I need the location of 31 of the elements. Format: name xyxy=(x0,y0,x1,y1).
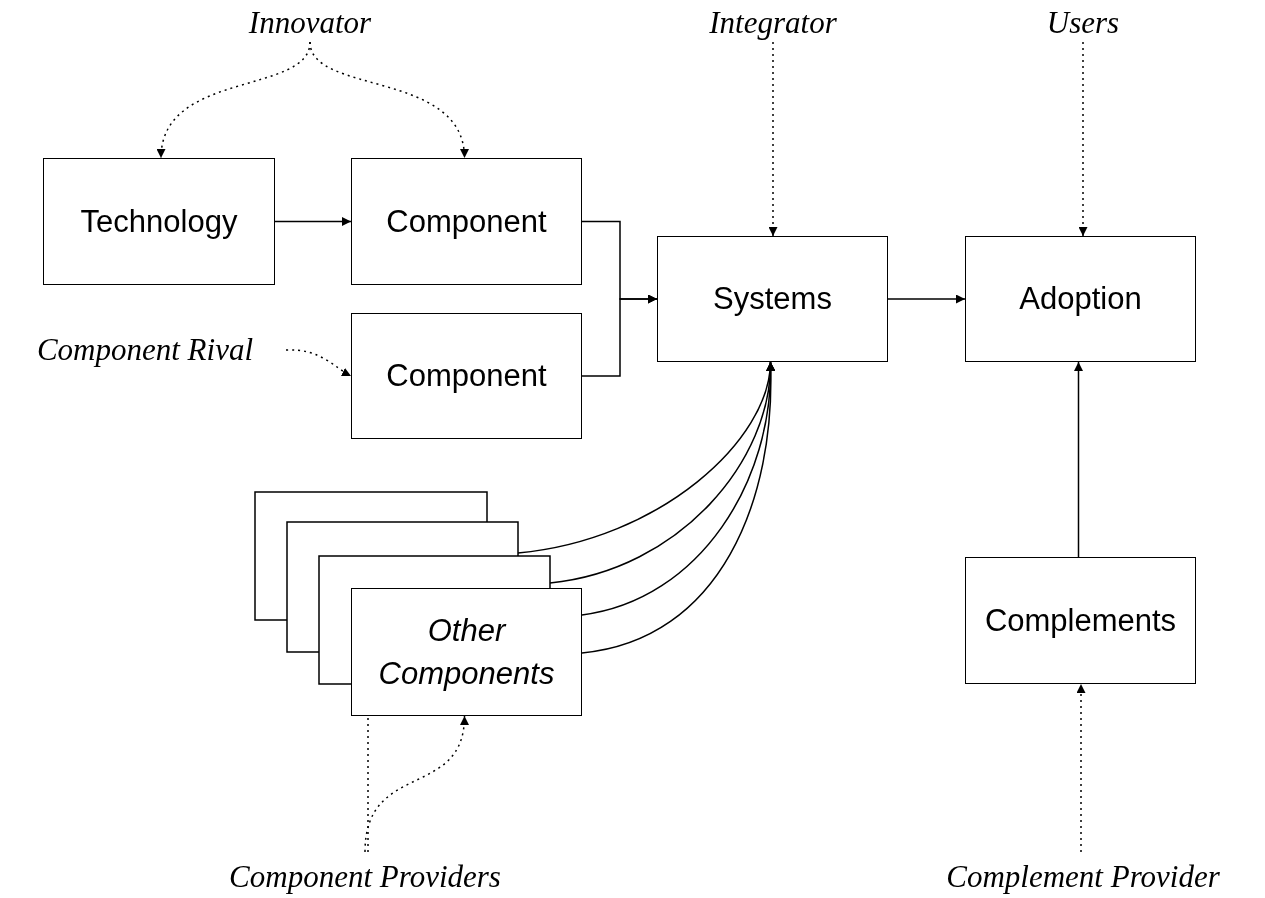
stacked-box xyxy=(286,521,519,653)
box-label: Complements xyxy=(984,601,1177,640)
box-label: Component xyxy=(386,357,547,396)
box-label: Component xyxy=(386,202,547,241)
actor-label: Innovator xyxy=(230,4,390,42)
actor-label: Users xyxy=(1036,4,1130,42)
dotted-arrow xyxy=(1076,683,1086,853)
process-box xyxy=(965,557,1196,684)
arrow xyxy=(887,294,966,304)
arrow xyxy=(581,294,658,377)
box-label: Adoption xyxy=(1019,280,1142,319)
actor-label: Complement Provider xyxy=(912,858,1254,896)
process-box xyxy=(351,313,582,439)
process-box xyxy=(657,236,888,362)
process-box xyxy=(351,588,582,716)
actor-label: Integrator xyxy=(690,4,856,42)
box-label: Technology xyxy=(80,202,238,241)
box-label: Systems xyxy=(713,280,832,319)
dotted-arrow xyxy=(364,715,469,853)
arrow xyxy=(1074,361,1083,558)
dotted-arrow xyxy=(768,41,778,237)
process-box xyxy=(965,236,1196,362)
process-box xyxy=(43,158,275,285)
actor-label: Component Rival xyxy=(4,330,286,370)
dotted-arrow xyxy=(285,349,352,377)
actor-label: Component Providers xyxy=(190,858,540,896)
dotted-arrow xyxy=(1078,41,1088,237)
dotted-arrow xyxy=(309,41,468,159)
box-label: Other Components xyxy=(377,611,556,693)
arrow xyxy=(274,217,352,226)
process-box xyxy=(351,158,582,285)
